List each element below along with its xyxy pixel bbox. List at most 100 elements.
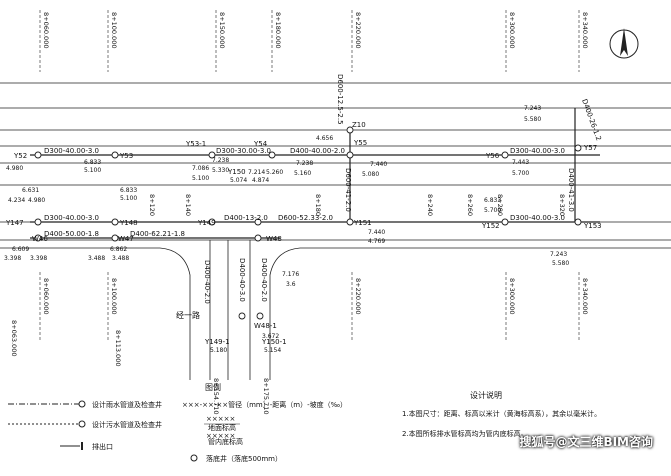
svg-text:7.243: 7.243 [524, 105, 541, 112]
pipe-label: D300-40.00-3.0 [510, 214, 565, 222]
well-label: Y52 [13, 152, 27, 160]
pipe-label: D400-40-2.0 [203, 260, 211, 304]
svg-text:7.176: 7.176 [282, 271, 299, 278]
elevation-labels: 4.980 6.833 5.100 6.631 4.234 4.980 6.83… [4, 105, 569, 354]
notes-line-1: 1.本图尺寸：距离、标高以米计（黄海标高系），其余以毫米计。 [402, 409, 601, 418]
well-label: W48-1 [254, 322, 277, 330]
well-label: Y150 [227, 168, 246, 176]
station-label: 8+060.000 [42, 12, 50, 48]
well-label: Y56 [485, 152, 500, 160]
well-label: Y151 [353, 219, 372, 227]
station-label: 8+063.000 [10, 320, 18, 356]
legend-ground-label: 地面标高 [208, 423, 236, 432]
pipe-label: D400-62.21-1.8 [130, 230, 185, 238]
pipe-label: D600-12.5-2.5 [336, 74, 344, 125]
well-label: Y149 [197, 219, 216, 227]
station-lines [39, 10, 580, 340]
wells [34, 126, 582, 320]
north-arrow-icon [609, 28, 639, 59]
svg-text:5.100: 5.100 [120, 195, 137, 202]
svg-text:5.700: 5.700 [484, 207, 501, 214]
pipe-label: D400-41-3.0 [567, 168, 575, 212]
well-label: Y148 [119, 219, 138, 227]
design-notes: 设计说明 1.本图尺寸：距离、标高以米计（黄海标高系），其余以毫米计。 2.本图… [402, 390, 601, 438]
pipe-label: D600-41-2.0 [344, 168, 352, 212]
well-labels: Y52 Y53 Y53-1 Y54 Y55 Y56 Y57 Z10 Y147 Y… [5, 121, 602, 346]
well-label: Y150-1 [261, 338, 287, 346]
svg-text:7.238: 7.238 [296, 160, 313, 167]
svg-text:6.862: 6.862 [110, 246, 127, 253]
well-label: Y147 [5, 219, 24, 227]
svg-text:5.100: 5.100 [84, 167, 101, 174]
legend-invert-label: 管内底标高 [208, 437, 243, 446]
well-label: Y152 [481, 222, 500, 230]
svg-text:3.488: 3.488 [112, 255, 129, 262]
svg-text:5.154: 5.154 [264, 347, 281, 354]
svg-text:4.980: 4.980 [28, 197, 45, 204]
station-label: 8+260 [466, 194, 474, 216]
svg-text:5.080: 5.080 [362, 171, 379, 178]
svg-text:4.980: 4.980 [6, 165, 23, 172]
well-label: Y153 [583, 222, 602, 230]
pipe-label: D600-52.33-2.0 [278, 214, 333, 222]
station-label: 8+120 [148, 194, 156, 216]
station-label: 8+300.000 [508, 12, 516, 48]
watermark: 搜狐号@文三维BIM咨询 [519, 435, 653, 449]
legend-outfall-label: 排出口 [92, 442, 113, 451]
svg-text:6.631: 6.631 [22, 187, 39, 194]
svg-text:6.833: 6.833 [84, 159, 101, 166]
svg-text:6.833: 6.833 [484, 197, 501, 204]
svg-text:5.330: 5.330 [212, 167, 229, 174]
legend-bottom-label: 落底井（落底500mm） [206, 454, 282, 463]
station-label: 8+220.000 [354, 278, 362, 314]
svg-text:7.440: 7.440 [368, 229, 385, 236]
pipe-label: D400-50.00-1.8 [44, 230, 99, 238]
station-label: 8+154.710 [212, 378, 220, 414]
pipe-label: D400-40-3.0 [238, 258, 246, 302]
svg-text:5.580: 5.580 [552, 260, 569, 267]
svg-text:5.180: 5.180 [210, 347, 227, 354]
svg-text:5.100: 5.100 [192, 175, 209, 182]
svg-text:3.398: 3.398 [4, 255, 21, 262]
station-label: 8+175.710 [262, 378, 270, 414]
station-label: 8+150.000 [218, 12, 226, 48]
legend: 图例 设计雨水管道及检查井 设计污水管道及检查井 排出口 ×××-××-××管径… [8, 382, 347, 463]
svg-text:7.443: 7.443 [512, 159, 529, 166]
station-label: 8+140 [184, 194, 192, 216]
notes-line-2: 2.本图所标排水管标高均为管内底标高。 [402, 429, 528, 438]
well-label: Z10 [352, 121, 366, 129]
svg-text:6.609: 6.609 [12, 246, 29, 253]
svg-text:6.833: 6.833 [120, 187, 137, 194]
svg-text:5.700: 5.700 [512, 170, 529, 177]
svg-text:4.234: 4.234 [8, 197, 25, 204]
station-label: 8+060.000 [42, 278, 50, 314]
svg-text:3.6: 3.6 [286, 281, 296, 288]
well-label: Y53-1 [185, 140, 206, 148]
notes-title: 设计说明 [470, 390, 502, 400]
station-label: 8+180 [314, 194, 322, 216]
crossroad-edges [159, 240, 301, 380]
pipe-label: D400-40.00-2.0 [290, 147, 345, 155]
svg-text:7.440: 7.440 [370, 161, 387, 168]
station-label: 8+320 [558, 194, 566, 216]
pipe-label: D300-30.00-3.0 [216, 147, 271, 155]
svg-text:5.074: 5.074 [230, 177, 247, 184]
pipe-labels: D300-40.00-3.0 D300-30.00-3.0 D400-40.00… [44, 74, 603, 304]
well-label: W46 [32, 235, 48, 243]
svg-text:3.672: 3.672 [262, 333, 279, 340]
station-label: 8+113.000 [114, 330, 122, 366]
svg-text:5.260: 5.260 [266, 169, 283, 176]
station-label: 8+340.000 [581, 12, 589, 48]
bottom-station-labels: 8+060.000 8+100.000 8+220.000 8+300.000 … [10, 278, 589, 414]
legend-invert-x: ××××× [206, 432, 235, 440]
well-label: Y57 [583, 144, 597, 152]
svg-text:4.656: 4.656 [316, 135, 333, 142]
svg-text:7.086: 7.086 [192, 165, 209, 172]
well-label: Y149-1 [204, 338, 230, 346]
well-label: Y53 [119, 152, 133, 160]
svg-text:7.243: 7.243 [550, 251, 567, 258]
well-label: Y55 [353, 139, 367, 147]
well-label: W47 [118, 235, 134, 243]
pipe-label: D300-40.00-3.0 [510, 147, 565, 155]
